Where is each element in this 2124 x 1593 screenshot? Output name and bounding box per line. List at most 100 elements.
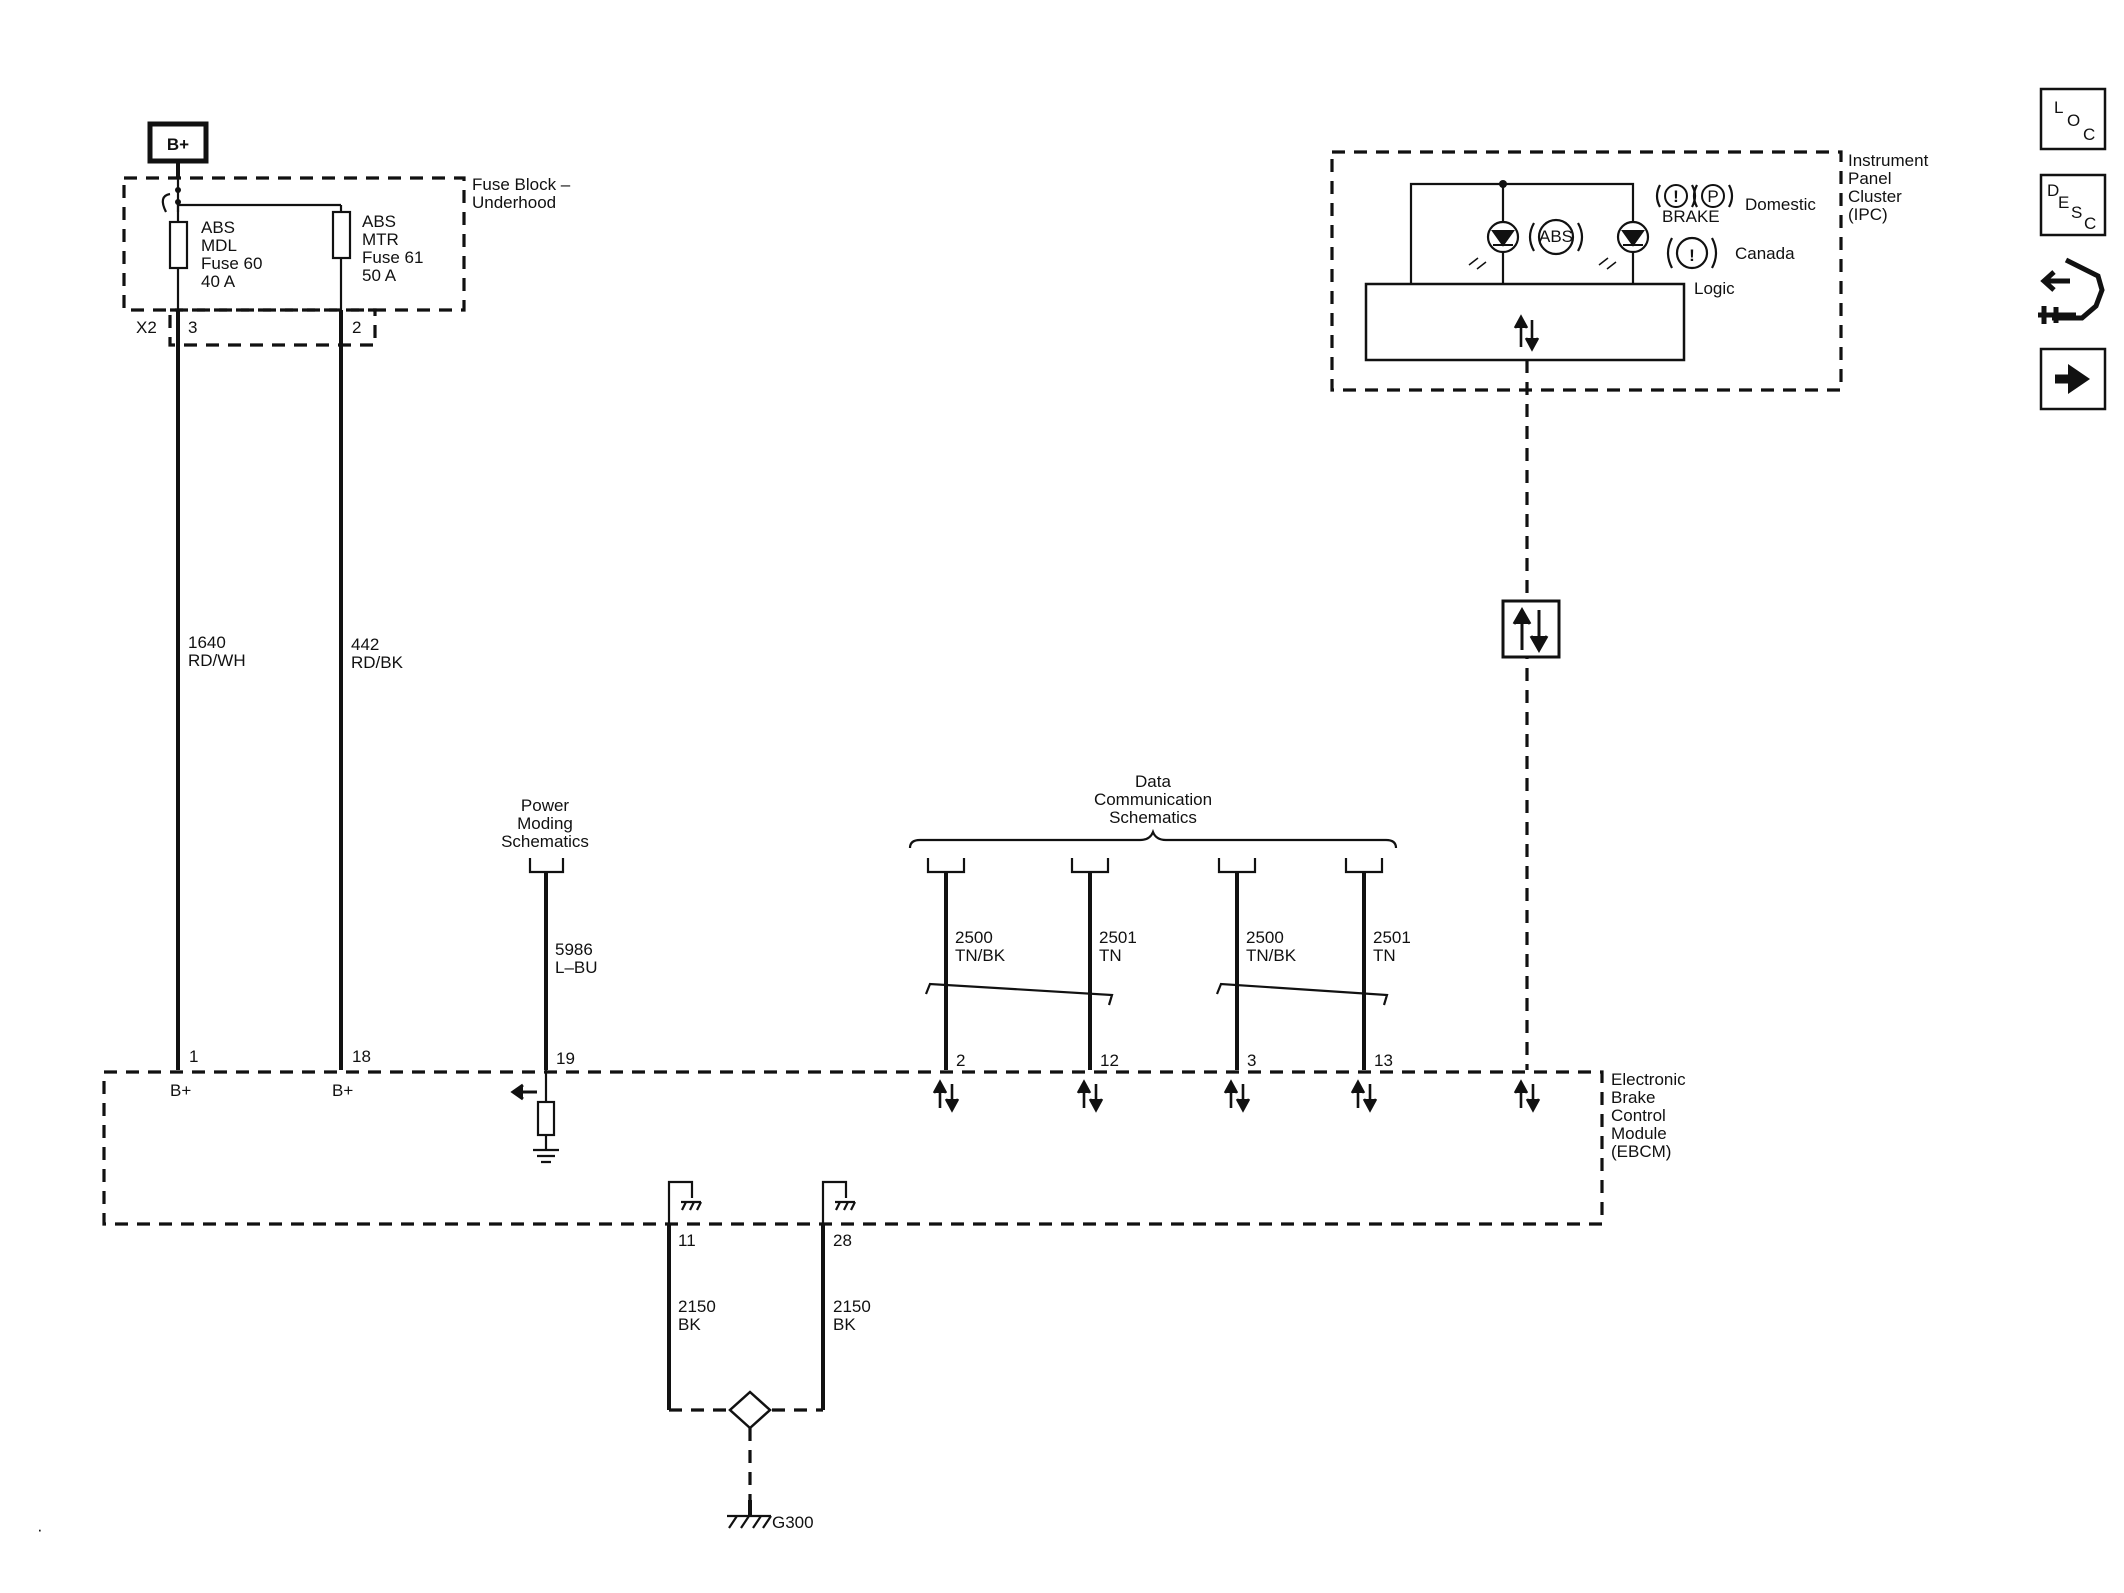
can-wire-d-color: TN — [1373, 946, 1396, 965]
wire-5986-number: 5986 — [555, 940, 593, 959]
ebcm-title-1: Electronic — [1611, 1070, 1686, 1089]
ground-wire-b-number: 2150 — [833, 1297, 871, 1316]
ground-wire-a-color: BK — [678, 1315, 701, 1334]
ipc-title-2: Panel — [1848, 169, 1891, 188]
fuse-60-label-1: ABS — [201, 218, 235, 237]
wire-1640-color: RD/WH — [188, 651, 246, 670]
ebcm-pin-12: 12 — [1100, 1051, 1119, 1070]
ebcm-title-3: Control — [1611, 1106, 1666, 1125]
battery-positive-source: B+ — [147, 121, 209, 178]
can-wire-c-number: 2500 — [1246, 928, 1284, 947]
ipc-logic-label: Logic — [1694, 279, 1735, 298]
domestic-excl-glyph: ! — [1673, 187, 1679, 206]
ebcm-data-arrows-pin-13 — [1350, 1079, 1378, 1113]
connector-repair-icon[interactable] — [2038, 257, 2105, 324]
description-button-icon[interactable]: D E S C — [2039, 173, 2107, 237]
fuse-60-label-2: MDL — [201, 236, 237, 255]
wire-1640-number: 1640 — [188, 633, 226, 652]
fuse-61-label-1: ABS — [362, 212, 396, 231]
data-comm-label-2: Communication — [1094, 790, 1212, 809]
fuse-60-label-4: 40 A — [201, 272, 236, 291]
can-wire-2501-a: 2501 TN — [1070, 858, 1137, 1070]
abs-badge-text: ABS — [1539, 227, 1573, 246]
brake-warning-symbol-domestic: ! P BRAKE Domestic — [1655, 184, 1816, 226]
ebcm-ground-pin-11: 11 — [678, 1231, 696, 1250]
ipc-title-4: (IPC) — [1848, 205, 1888, 224]
can-wire-b-number: 2501 — [1099, 928, 1137, 947]
fuse-block-connector-x2: X2 — [136, 318, 157, 337]
fuse-block-title-line2: Underhood — [472, 193, 556, 212]
can-wire-2500-b: 2500 TN/BK — [1217, 858, 1297, 1070]
fuse-61-symbol — [331, 210, 352, 260]
ebcm-power-moding-input — [510, 1070, 559, 1164]
wire-442-number: 442 — [351, 635, 379, 654]
ipc-title-3: Cluster — [1848, 187, 1902, 206]
can-wire-2501-b: 2501 TN — [1344, 858, 1411, 1070]
brake-word: BRAKE — [1662, 207, 1720, 226]
desc-glyph-d: D — [2047, 181, 2059, 200]
power-wire-442: 442 RD/BK — [339, 310, 404, 1070]
can-wire-b-color: TN — [1099, 946, 1122, 965]
desc-glyph-c: C — [2084, 214, 2096, 233]
fuse-block-title-line1: Fuse Block – — [472, 175, 571, 194]
data-communication-reference: Data Communication Schematics 2500 TN/BK… — [908, 772, 1411, 1070]
power-moding-label-1: Power — [521, 796, 570, 815]
wire-5986-color: L–BU — [555, 958, 598, 977]
data-comm-label-1: Data — [1135, 772, 1171, 791]
serial-data-arrows-box — [1501, 599, 1561, 659]
ebcm-data-arrows-serial — [1513, 1079, 1541, 1113]
ipc-title-1: Instrument — [1848, 151, 1929, 170]
fuse-61-label-4: 50 A — [362, 266, 397, 285]
ebcm-pin-3: 3 — [1247, 1051, 1256, 1070]
ebcm-pin-18-function: B+ — [332, 1081, 353, 1100]
power-wire-1640: 1640 RD/WH — [176, 310, 246, 1070]
loc-glyph-l: L — [2054, 98, 2063, 117]
abs-warning-symbol: ABS — [1528, 218, 1584, 256]
power-moding-label-3: Schematics — [501, 832, 589, 851]
ground-g300-label: G300 — [772, 1513, 814, 1532]
canada-label: Canada — [1735, 244, 1795, 263]
ebcm-data-arrows-pin-2 — [932, 1079, 960, 1113]
ebcm-internal-ground-28 — [821, 1180, 856, 1230]
ebcm-pin-19: 19 — [556, 1049, 575, 1068]
splice-pack-symbol — [728, 1390, 772, 1430]
can-wire-a-color: TN/BK — [955, 946, 1006, 965]
ebcm-data-arrows-pin-3 — [1223, 1079, 1251, 1113]
power-moding-reference: Power Moding Schematics 5986 L–BU — [501, 796, 598, 1070]
can-wire-c-color: TN/BK — [1246, 946, 1297, 965]
ground-wire-b-color: BK — [833, 1315, 856, 1334]
wire-442-color: RD/BK — [351, 653, 404, 672]
loc-glyph-o: O — [2067, 111, 2080, 130]
abs-indicator-lamp — [1468, 220, 1520, 270]
ebcm-internal-ground-11 — [667, 1180, 702, 1230]
domestic-label: Domestic — [1745, 195, 1816, 214]
canada-excl-glyph: ! — [1689, 246, 1695, 265]
ebcm-module: Electronic Brake Control Module (EBCM) 1… — [102, 1047, 1686, 1230]
brake-indicator-lamp — [1598, 220, 1650, 270]
twisted-pair-symbol-1 — [924, 982, 1114, 1006]
instrument-panel-cluster: Instrument Panel Cluster (IPC) ABS ! — [1330, 150, 1929, 392]
ebcm-data-arrows-pin-12 — [1076, 1079, 1104, 1113]
location-button-icon[interactable]: L O C — [2039, 87, 2107, 151]
ebcm-pin-2: 2 — [956, 1051, 965, 1070]
twisted-pair-symbol-2 — [1215, 982, 1389, 1006]
fuse-60-symbol — [168, 220, 189, 270]
fuse-60-label-3: Fuse 60 — [201, 254, 262, 273]
svg-text:·: · — [37, 1520, 43, 1539]
ebcm-pin-18: 18 — [352, 1047, 371, 1066]
next-page-arrow-icon[interactable] — [2039, 347, 2107, 411]
fuse-61-label-2: MTR — [362, 230, 399, 249]
domestic-p-glyph: P — [1707, 187, 1718, 206]
class2-serial-data-line — [1501, 360, 1561, 1070]
ebcm-pin-13: 13 — [1374, 1051, 1393, 1070]
ebcm-pin-1-function: B+ — [170, 1081, 191, 1100]
ground-g300: G300 — [727, 1500, 814, 1532]
ipc-serial-data-arrows — [1513, 314, 1540, 352]
ebcm-ground-pin-28: 28 — [833, 1231, 852, 1250]
ebcm-title-2: Brake — [1611, 1088, 1655, 1107]
fuse-block-underhood: Fuse Block – Underhood ABS MDL Fuse 60 4… — [122, 175, 571, 347]
ebcm-title-5: (EBCM) — [1611, 1142, 1671, 1161]
data-comm-label-3: Schematics — [1109, 808, 1197, 827]
can-wire-d-number: 2501 — [1373, 928, 1411, 947]
